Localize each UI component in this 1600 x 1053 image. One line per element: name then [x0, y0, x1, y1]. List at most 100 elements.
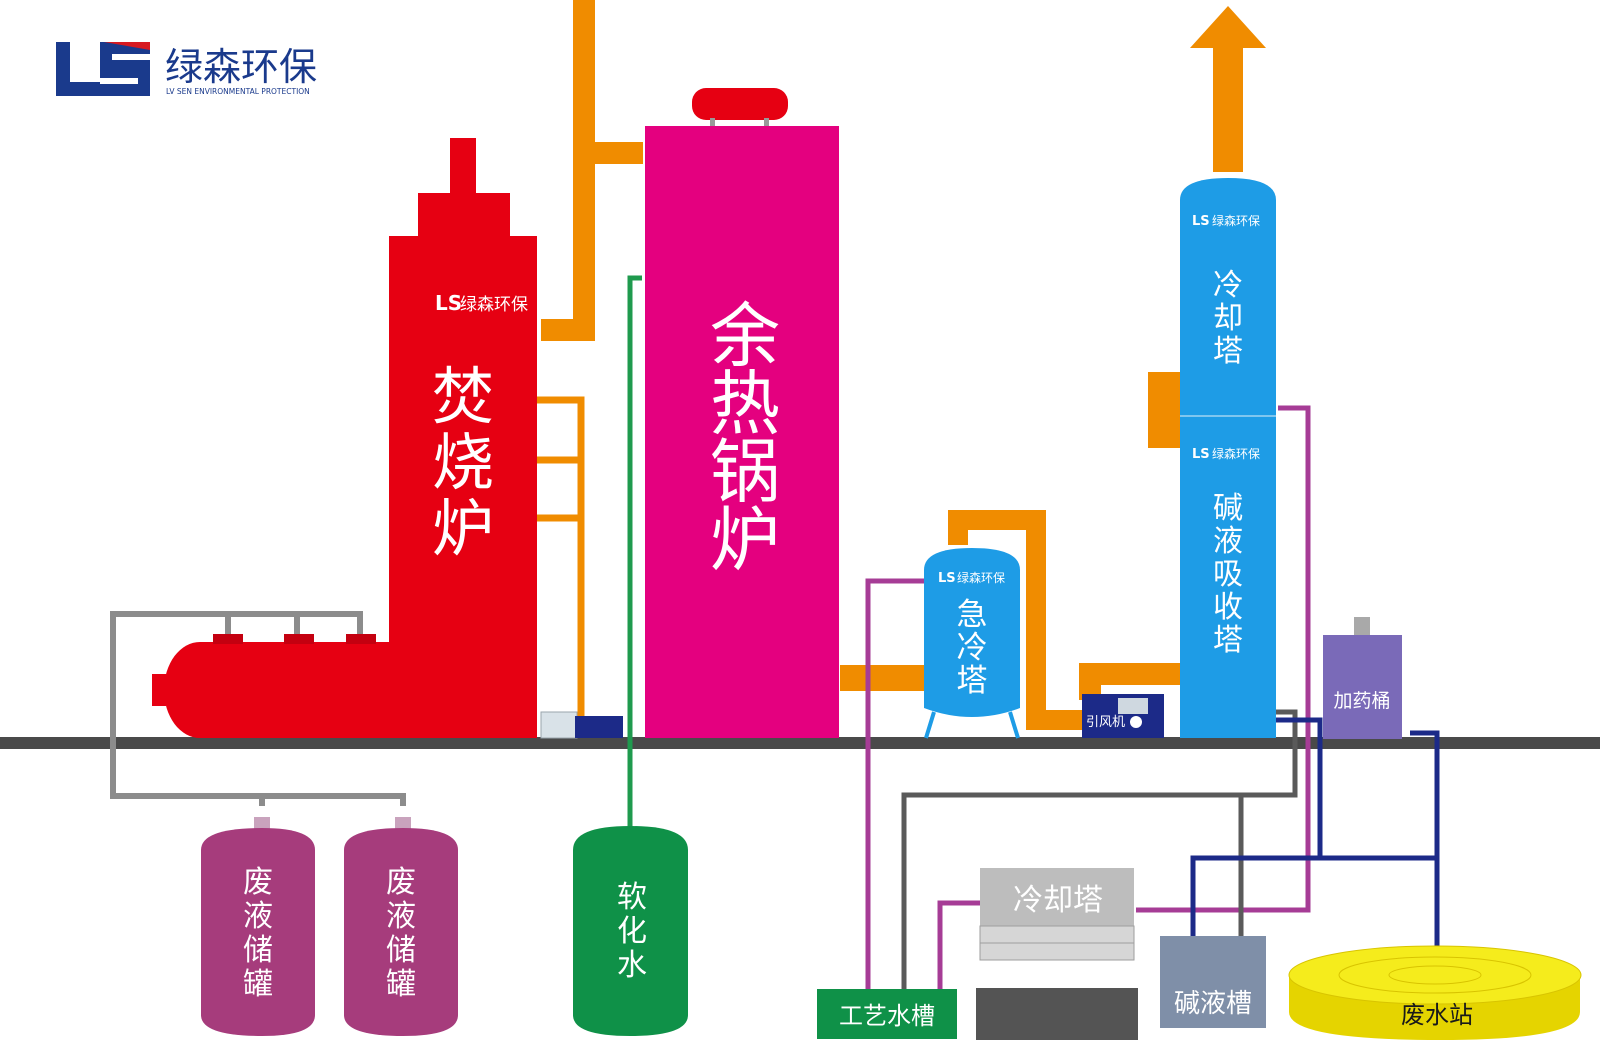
incinerator-port-2 — [284, 634, 314, 644]
quench-label-3: 塔 — [957, 663, 988, 699]
waste-liquid-tank-2: 废 液 储 罐 — [344, 817, 458, 1036]
tank-1-label-4: 罐 — [243, 967, 273, 1002]
pump-small — [540, 711, 623, 739]
process-water-body — [817, 989, 957, 1039]
wastewater-ring-inner — [1388, 965, 1482, 985]
cooling-tower-bottom: 冷却塔 — [976, 868, 1138, 1040]
softwater-label-2: 化 — [617, 914, 647, 949]
incinerator-cap — [418, 193, 510, 239]
tower-bottom-label-4: 收 — [1213, 590, 1243, 625]
pipes — [110, 0, 1440, 992]
softwater-label-3: 水 — [617, 948, 647, 983]
incinerator-stack — [450, 138, 476, 198]
process-water-tank: 工艺水槽 — [817, 989, 957, 1039]
boiler-label-1: 余 — [710, 295, 780, 377]
purple-pipe-process-to-cooler — [937, 900, 985, 992]
boiler-drum-leg — [764, 118, 769, 128]
tower-inlet — [1148, 372, 1180, 448]
orange-pipe-fan-tower — [1079, 663, 1180, 700]
boiler-label-3: 锅 — [710, 431, 780, 513]
tower-logo-mark-bottom: LS — [1192, 447, 1210, 462]
navy-pipe-tower-drain — [1276, 717, 1323, 858]
logo-l-shape — [56, 42, 100, 96]
alkali-tank: 碱液槽 — [1160, 936, 1266, 1028]
incinerator-body — [389, 236, 537, 738]
boiler-drum-leg — [710, 118, 715, 128]
boiler-label-2: 热 — [710, 363, 780, 445]
quench-label-2: 冷 — [957, 630, 988, 666]
tower-logo-text-bottom: 绿森环保 — [1212, 446, 1260, 461]
quench-legs — [924, 711, 1020, 739]
darkgrey-pipe-process-to-tower — [901, 709, 1298, 992]
induced-fan: 引风机 — [1082, 694, 1164, 738]
cooler-base — [976, 988, 1138, 1040]
tank-2-body — [344, 828, 458, 1036]
ground-line — [0, 737, 1600, 749]
incinerator-label-1: 焚 — [432, 360, 494, 433]
tank-2-nozzle — [395, 817, 411, 829]
navy-pipe-alkali-to-dosing — [1190, 730, 1440, 938]
fan-indicator — [1130, 716, 1142, 728]
tower-bottom-label-3: 吸 — [1213, 557, 1243, 592]
purple-pipe-process-to-quench — [865, 578, 924, 992]
boiler-label-4: 炉 — [710, 499, 780, 581]
logo-name-cn: 绿森环保 — [165, 45, 317, 89]
softwater-label-1: 软 — [617, 880, 647, 915]
alkali-label: 碱液槽 — [1174, 989, 1252, 1019]
quench-tower: LS 绿森环保 急 冷 塔 — [924, 548, 1020, 739]
incinerator-logo-mark: LS — [435, 291, 462, 315]
pump-small-motor — [575, 716, 623, 738]
wastewater-ring — [1338, 956, 1532, 994]
tank-1-label-1: 废 — [243, 865, 273, 900]
softwater-body — [573, 826, 688, 1036]
tower-logo-mark-top: LS — [1192, 214, 1210, 229]
fan-motor — [1118, 698, 1148, 714]
orange-pipe-incinerator-out — [541, 0, 595, 341]
tank-2-label-1: 废 — [386, 865, 416, 900]
purple-pipe-cooler-to-tower — [1136, 405, 1311, 913]
tank-1-label-2: 液 — [243, 899, 273, 934]
cooler-label: 冷却塔 — [1013, 883, 1103, 918]
orange-pipe-side — [537, 396, 585, 735]
quench-body — [924, 548, 1020, 717]
quench-label-1: 急 — [957, 597, 988, 633]
incinerator-label-2: 烧 — [432, 426, 494, 499]
incinerator-label-3: 炉 — [432, 492, 494, 565]
logo: 绿森环保 LV SEN ENVIRONMENTAL PROTECTION — [56, 42, 317, 96]
quench-logo-mark: LS — [938, 571, 956, 586]
tower-top-label-3: 塔 — [1213, 334, 1243, 369]
wastewater-top — [1288, 945, 1582, 1005]
dosing-mixer — [1354, 617, 1370, 635]
tank-1-nozzle — [254, 817, 270, 829]
waste-liquid-tank-1: 废 液 储 罐 — [201, 817, 315, 1036]
tank-2-label-3: 储 — [386, 933, 416, 968]
tank-1-label-3: 储 — [243, 933, 273, 968]
tank-2-label-2: 液 — [386, 899, 416, 934]
incinerator-port-3 — [346, 634, 376, 644]
dosing-body — [1323, 635, 1402, 739]
incinerator: LS 绿森环保 焚 烧 炉 — [152, 138, 537, 738]
wastewater-label: 废水站 — [1401, 1001, 1473, 1029]
incinerator-logo-text: 绿森环保 — [460, 295, 528, 315]
waste-heat-boiler: 余 热 锅 炉 — [645, 88, 839, 738]
orange-pipe-side-branches — [537, 456, 581, 522]
dosing-label: 加药桶 — [1333, 690, 1390, 712]
incinerator-burner — [152, 674, 166, 706]
tower-top-label-2: 却 — [1213, 301, 1243, 336]
cooler-upper — [980, 868, 1134, 926]
grey-pipe-waste-liquid-2 — [262, 793, 406, 806]
boiler-body — [645, 126, 839, 738]
fan-label: 引风机 — [1086, 715, 1125, 730]
pump-small-housing — [540, 711, 578, 739]
tank-2-label-4: 罐 — [386, 967, 416, 1002]
logo-s-shape — [98, 42, 150, 96]
softened-water-tank: 软 化 水 — [573, 826, 688, 1036]
alkali-body — [1160, 936, 1266, 1028]
absorption-tower: LS 绿森环保 冷 却 塔 LS 绿森环保 碱 液 吸 收 塔 — [1148, 178, 1276, 738]
tower-bottom-label-1: 碱 — [1213, 491, 1243, 526]
process-water-label: 工艺水槽 — [839, 1002, 935, 1030]
incinerator-port-1 — [213, 634, 243, 644]
quench-logo-text: 绿森环保 — [957, 570, 1005, 585]
boiler-drum — [692, 88, 788, 120]
